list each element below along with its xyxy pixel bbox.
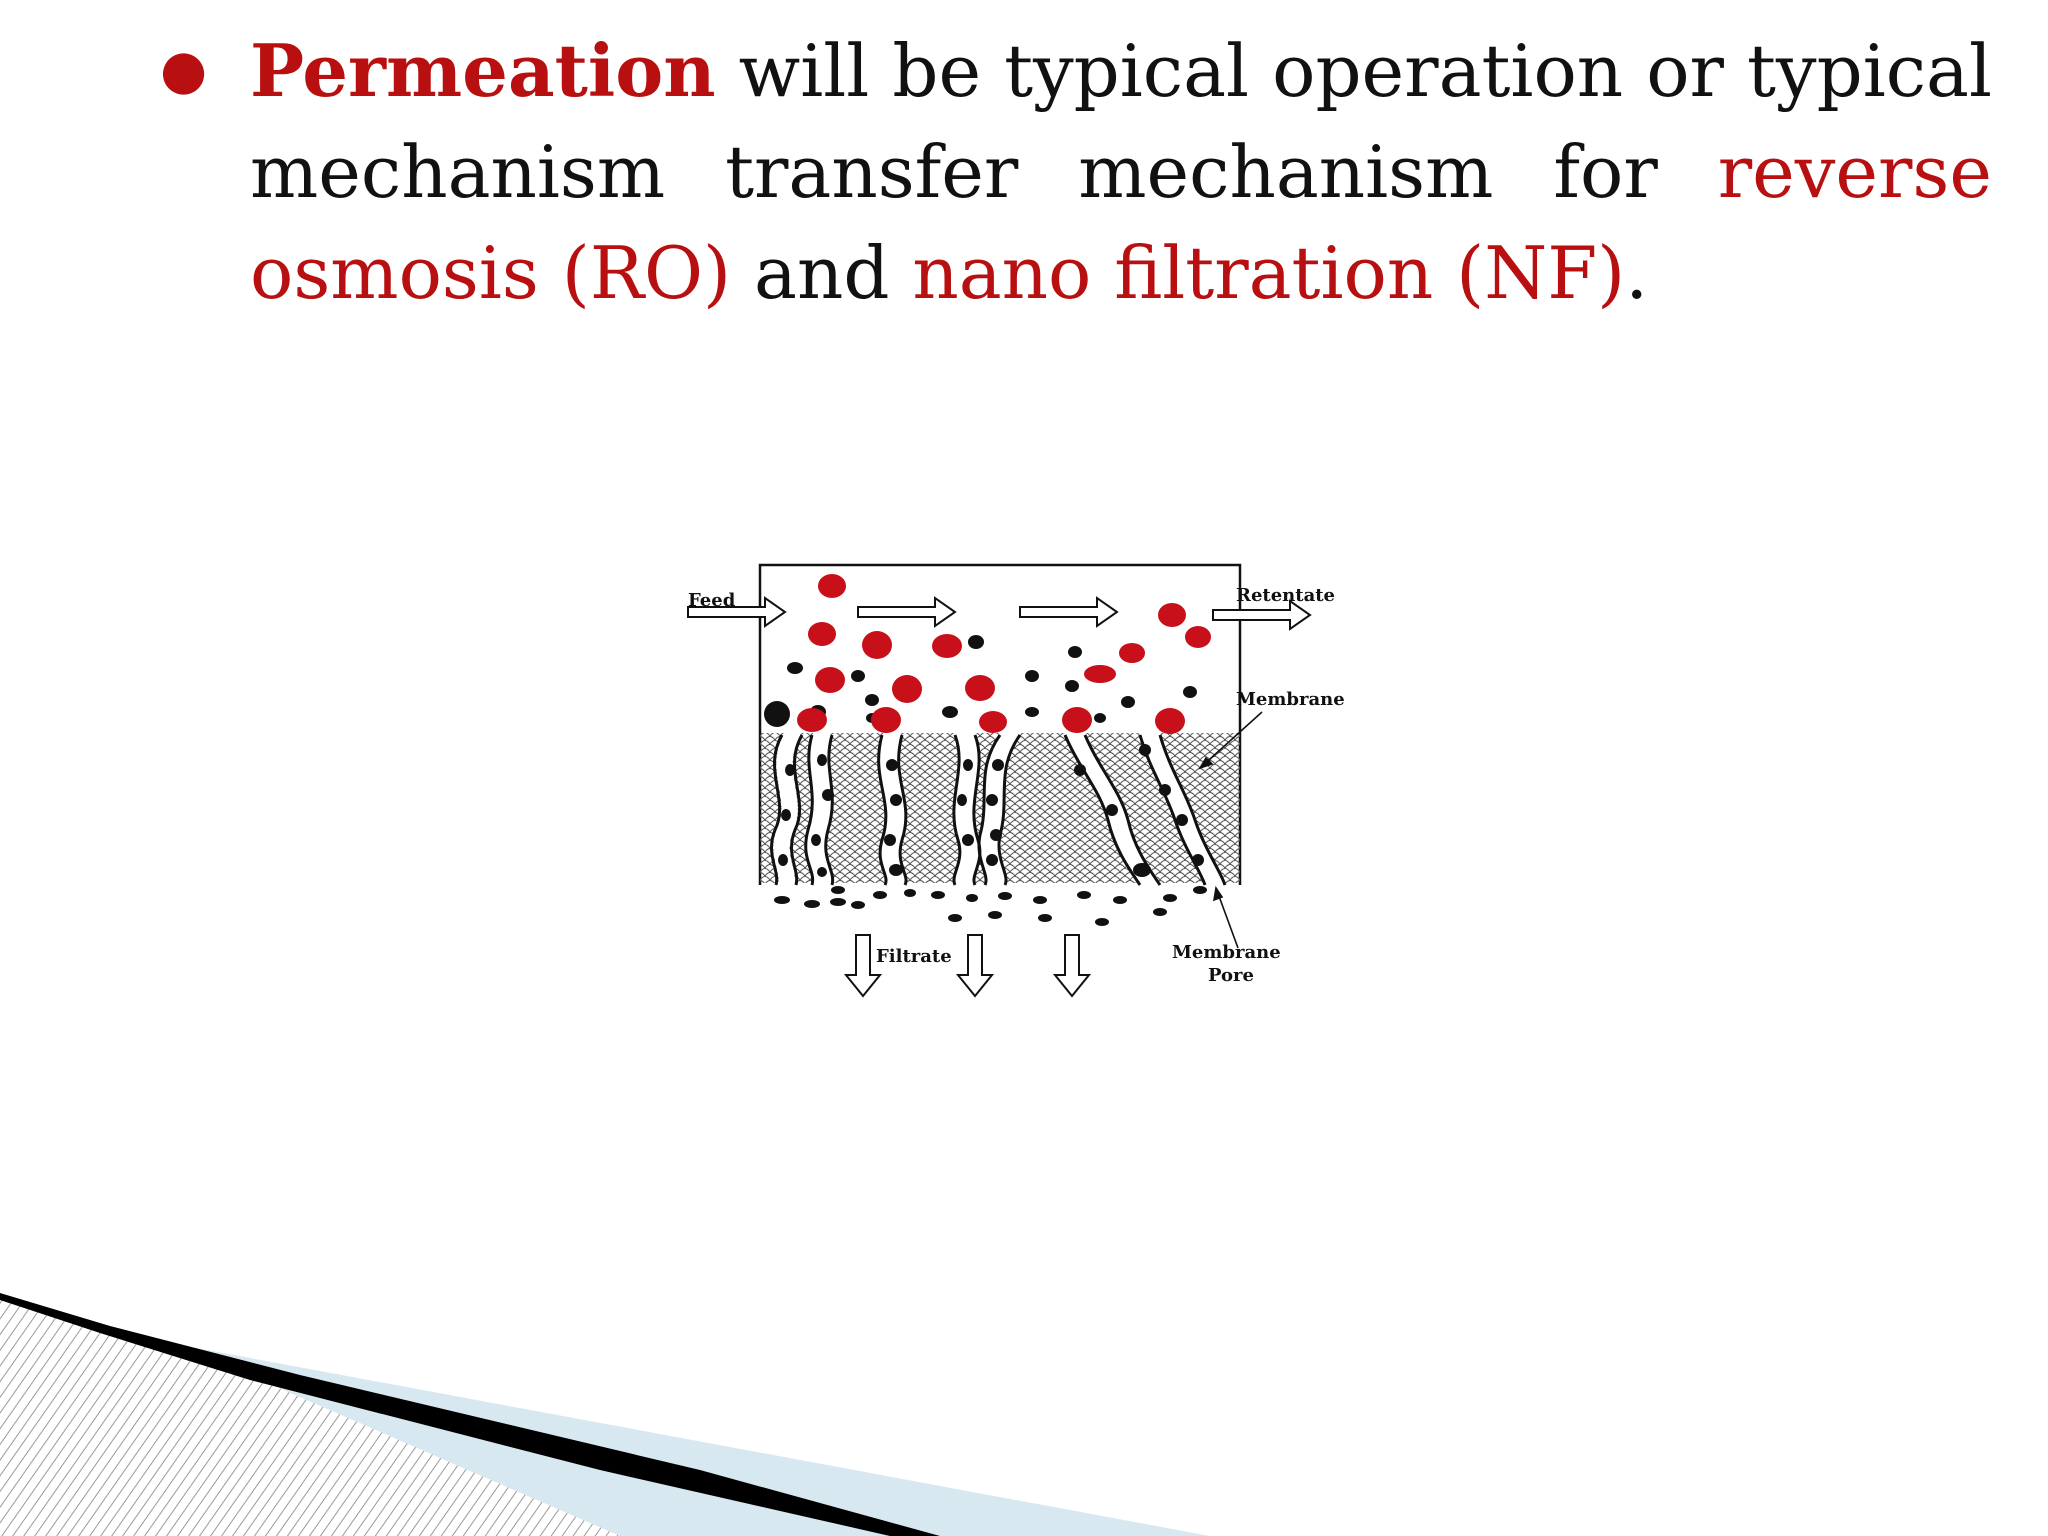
filtrate-particles <box>774 886 1207 926</box>
dark-wedge <box>0 1293 940 1536</box>
light-wedge <box>180 1345 1210 1536</box>
flow-arrow-icon <box>1019 596 1119 628</box>
flow-arrow-icon <box>857 596 957 628</box>
filtrate-arrow-icon <box>843 934 883 998</box>
small-particles-in-pores <box>778 744 1204 877</box>
retentate-arrow-icon <box>1212 599 1312 631</box>
flow-arrows <box>687 596 1312 998</box>
filtrate-arrow-icon <box>1052 934 1092 998</box>
highlight-ro: reverse osmosis (RO) <box>250 130 1992 315</box>
bullet-text-part-1: will be typical operation or typical mec… <box>250 29 1992 214</box>
membrane-diagram: Feed Retentate Membrane Filtrate Membran… <box>687 563 1345 998</box>
highlight-nf: nano filtration (NF) <box>912 231 1626 315</box>
pore-walls <box>770 734 1227 886</box>
label-retentate: Retentate <box>1236 585 1335 606</box>
label-membrane-pore-line2: Pore <box>1208 965 1254 986</box>
bullet-text-part-3: . <box>1625 231 1649 315</box>
feed-arrow-icon <box>687 596 787 628</box>
bullet-text: Permeation will be typical operation or … <box>250 20 1992 324</box>
bullet-text-part-2: and <box>754 231 890 315</box>
hatch-wedge <box>0 1295 900 1536</box>
label-feed: Feed <box>688 590 736 611</box>
label-membrane: Membrane <box>1236 689 1345 710</box>
bullet-icon: ● <box>160 38 208 101</box>
term-permeation: Permeation <box>250 28 716 113</box>
corner-decoration <box>0 1293 1210 1536</box>
module-outline <box>758 563 1242 885</box>
filtrate-arrow-icon <box>955 934 995 998</box>
label-filtrate: Filtrate <box>876 946 952 967</box>
label-membrane-pore-line1: Membrane <box>1172 942 1281 963</box>
large-particles <box>797 574 1211 734</box>
pointer-lines <box>1198 711 1263 949</box>
